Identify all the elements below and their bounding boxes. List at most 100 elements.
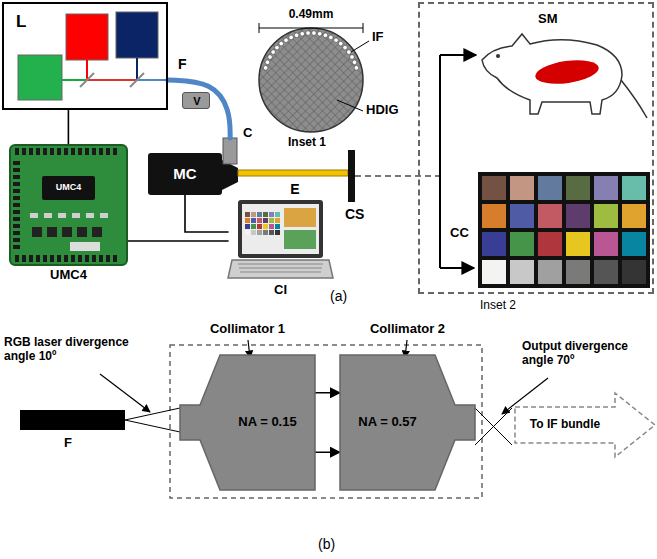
illumination-fibers (265, 60, 270, 65)
camera-connector (222, 138, 238, 190)
shape-part (510, 204, 534, 228)
shape-part (13, 210, 20, 214)
umc4-board: UMC4 (10, 145, 127, 265)
view-line (355, 175, 440, 177)
illumination-fibers (284, 38, 289, 43)
shape-part (510, 232, 534, 256)
illumination-fibers (338, 41, 343, 46)
shape-part (251, 212, 256, 217)
shape-part (13, 175, 20, 179)
shape-part (263, 212, 268, 217)
shape-part (10, 145, 127, 265)
calibration-screen (348, 150, 355, 202)
shape-part (269, 224, 274, 229)
shape-part (99, 255, 103, 262)
part-label: F (178, 56, 187, 72)
shape-part (13, 231, 20, 235)
fiber-bundle-face (259, 28, 363, 132)
shape-part (72, 213, 80, 218)
shape-part (15, 148, 19, 155)
part-label: CS (345, 206, 364, 222)
illumination-fibers (343, 45, 348, 50)
illumination-fibers (350, 55, 355, 60)
dimension-line (259, 23, 260, 33)
node-label: L (16, 12, 26, 32)
shape-part (71, 255, 75, 262)
leader-line (337, 41, 369, 111)
illumination-fibers (312, 31, 317, 36)
shape-part (57, 255, 61, 262)
illumination-fibers (263, 66, 268, 71)
shape-part (275, 212, 280, 217)
shape-part (78, 148, 82, 155)
node-label: UMC4 (50, 268, 87, 283)
leader-line (351, 41, 369, 52)
shape-part (515, 393, 655, 457)
shape-part (13, 217, 20, 221)
inset-label: Inset 1 (288, 136, 326, 150)
shape-part (594, 204, 618, 228)
shape-part (534, 57, 600, 88)
shape-part (496, 54, 500, 58)
node-label: V (193, 95, 200, 108)
shape-part (257, 230, 262, 235)
shape-part (566, 232, 590, 256)
shape-part (47, 227, 57, 237)
shape-part (263, 230, 268, 235)
beam-line (62, 58, 168, 80)
shape-part (263, 224, 268, 229)
panel-label: (a) (330, 288, 347, 304)
shape-part (482, 232, 506, 256)
shape-part (566, 176, 590, 200)
shape-part (538, 176, 562, 200)
shape-part (257, 224, 262, 229)
shape-part (50, 255, 54, 262)
shape-part (113, 148, 117, 155)
beam-line (137, 79, 168, 81)
control-cable (68, 110, 70, 145)
shape-part (515, 393, 655, 457)
shape-part (15, 255, 19, 262)
shape-part (245, 218, 250, 223)
shape-part (62, 227, 72, 237)
shape-part (622, 232, 646, 256)
illumination-fibers (354, 66, 359, 71)
shape-part (70, 242, 100, 251)
laser-sources (18, 12, 158, 100)
shape-part (257, 212, 262, 217)
shape-part (100, 213, 108, 218)
shape-part (538, 232, 562, 256)
shape-part (10, 145, 127, 265)
shape-part (86, 213, 94, 218)
shape-part (284, 208, 316, 227)
beam-line (136, 58, 138, 80)
node-label: To IF bundle (530, 418, 600, 432)
inset-panel: SMCCInset 2 (418, 2, 654, 294)
shape-part (482, 176, 506, 200)
annotation: Output divergence angle 70º (522, 340, 652, 368)
part-label: E (290, 181, 299, 197)
shape-part (257, 218, 262, 223)
part-label: C (243, 126, 252, 141)
data-cable (185, 195, 228, 232)
fiber-bundle-face (259, 28, 363, 132)
laptop-shape (228, 200, 333, 280)
part-label: IF (372, 30, 384, 45)
target-arrow (440, 267, 474, 269)
shape-part (71, 148, 75, 155)
node-label: Inset 2 (480, 299, 516, 313)
shape-part (238, 200, 323, 258)
shape-part (251, 230, 256, 235)
illumination-fibers (334, 38, 339, 43)
shape-part (92, 255, 96, 262)
camera-connector (223, 138, 237, 164)
shape-part (478, 172, 650, 288)
illumination-fibers (263, 31, 358, 70)
shape-part (238, 264, 323, 265)
target-arrow (439, 55, 441, 268)
shape-part (594, 232, 618, 256)
camera-box: MC (148, 153, 222, 195)
fiber-bundle-face (259, 28, 363, 132)
shape-part (510, 176, 534, 200)
illumination-fibers (289, 35, 294, 40)
